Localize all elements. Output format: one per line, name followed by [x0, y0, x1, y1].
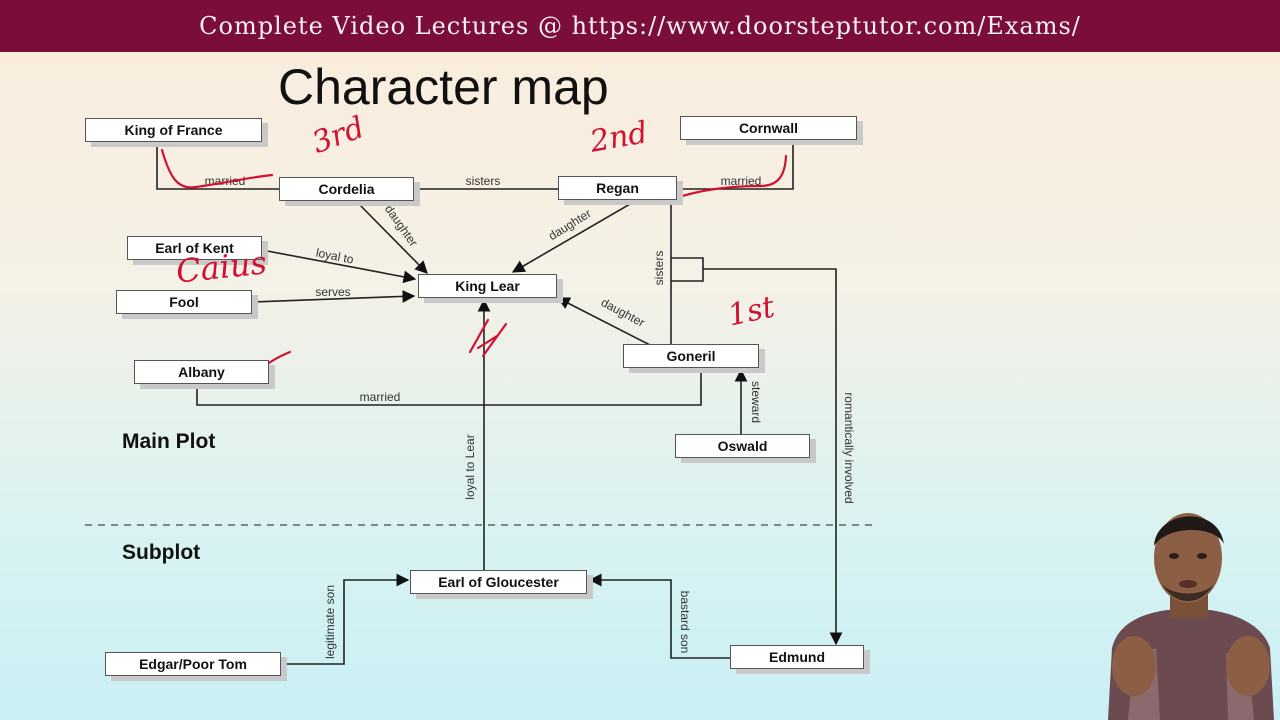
- label-bastard-son: bastard son: [678, 591, 692, 654]
- presenter-image: [1098, 498, 1280, 720]
- header-banner: Complete Video Lectures @ https://www.do…: [0, 0, 1280, 52]
- node-oswald: Oswald: [675, 434, 810, 458]
- edge-regan-lear: [511, 199, 638, 273]
- edge-goneril-lear: [556, 297, 651, 346]
- edge-kent-lear: [261, 249, 417, 284]
- label-married-cornwall: married: [721, 174, 762, 188]
- label-daughter-regan: daughter: [546, 206, 594, 243]
- node-cornwall: Cornwall: [680, 116, 857, 140]
- node-edmund: Edmund: [730, 645, 864, 669]
- node-earl-of-kent: Earl of Kent: [127, 236, 262, 260]
- label-serves: serves: [315, 285, 350, 299]
- node-regan: Regan: [558, 176, 677, 200]
- label-romantically-involved: romantically involved: [842, 392, 856, 503]
- label-loyal-to-lear: loyal to Lear: [463, 434, 477, 499]
- edge-france-cordelia: [156, 142, 280, 190]
- label-daughter-cordelia: daughter: [382, 202, 421, 249]
- node-goneril: Goneril: [623, 344, 759, 368]
- label-sisters-side: sisters: [652, 251, 666, 286]
- edge-goneril-edmund: [671, 257, 704, 282]
- node-edgar-poor-tom: Edgar/Poor Tom: [105, 652, 281, 676]
- node-king-of-france: King of France: [85, 118, 262, 142]
- edge-cordelia-lear: [354, 199, 428, 274]
- edge-fool-lear: [251, 290, 416, 303]
- label-steward: steward: [749, 381, 763, 423]
- edge-edmund-gloucester: [588, 573, 730, 659]
- node-king-lear: King Lear: [418, 274, 557, 298]
- section-subplot: Subplot: [122, 541, 201, 564]
- page-title: Character map: [278, 59, 609, 115]
- edge-edgar-gloucester: [281, 573, 410, 665]
- node-albany: Albany: [134, 360, 269, 384]
- label-sisters-top: sisters: [466, 174, 501, 188]
- node-earl-of-gloucester: Earl of Gloucester: [410, 570, 587, 594]
- label-married-albany: married: [360, 390, 401, 404]
- edge-albany-goneril: [196, 368, 702, 406]
- node-fool: Fool: [116, 290, 252, 314]
- section-main-plot: Main Plot: [122, 430, 216, 453]
- node-cordelia: Cordelia: [279, 177, 414, 201]
- label-legitimate-son: legitimate son: [323, 585, 337, 659]
- label-daughter-goneril: daughter: [599, 295, 647, 330]
